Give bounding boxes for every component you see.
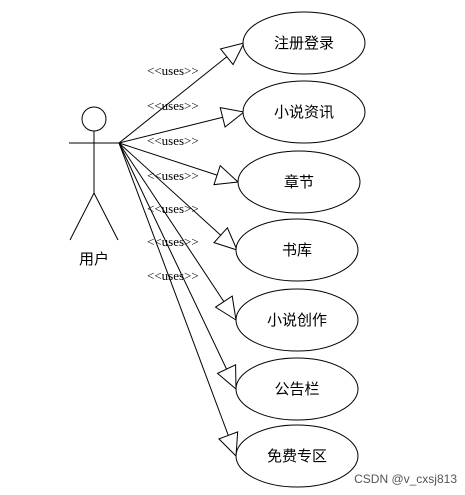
- actor-figure: [69, 106, 119, 241]
- association-line: [118, 142, 238, 251]
- use-case-oval[interactable]: [237, 150, 361, 214]
- actor-right-leg: [93, 192, 119, 241]
- watermark: CSDN @v_cxsj813: [354, 472, 457, 486]
- uses-label: <<uses>>: [147, 234, 199, 249]
- arrowhead: [214, 295, 237, 322]
- uses-label: <<uses>>: [147, 268, 199, 283]
- arrowhead: [213, 226, 238, 251]
- use-case-label: 免费专区: [267, 447, 327, 465]
- use-case-label: 章节: [284, 173, 314, 191]
- use-case-label: 公告栏: [274, 380, 319, 398]
- arrowhead: [219, 42, 245, 66]
- uses-label: <<uses>>: [147, 133, 199, 148]
- use-case-label: 小说资讯: [274, 103, 334, 121]
- uses-label-group: <<uses>> <<uses>> <<uses>> <<uses>> <<uses>>…: [147, 63, 199, 283]
- use-case-oval[interactable]: [235, 424, 359, 488]
- association-line: [118, 142, 237, 457]
- use-case-label: 书库: [282, 241, 312, 259]
- arrowhead: [216, 364, 237, 391]
- uses-label: <<uses>>: [147, 201, 199, 216]
- association-line: [118, 142, 237, 390]
- use-case-oval[interactable]: [235, 357, 359, 421]
- use-case-oval[interactable]: [235, 288, 359, 352]
- actor-name: 用户: [79, 250, 109, 268]
- uses-label: <<uses>>: [147, 168, 199, 183]
- uses-label: <<uses>>: [147, 63, 199, 78]
- use-case-label: 注册登录: [274, 34, 334, 52]
- uses-label: <<uses>>: [147, 98, 199, 113]
- association-line: [118, 42, 245, 144]
- arrowhead: [219, 106, 246, 128]
- actor-left-leg: [69, 192, 95, 241]
- association-line: [118, 142, 237, 321]
- use-case-oval[interactable]: [235, 218, 359, 282]
- arrowhead: [218, 431, 239, 458]
- use-case-label: 小说创作: [267, 311, 327, 329]
- association-links: [118, 42, 246, 458]
- use-case-oval[interactable]: [242, 80, 366, 144]
- use-case-oval[interactable]: [242, 11, 366, 75]
- actor-head: [81, 106, 107, 132]
- arrowhead: [213, 164, 240, 186]
